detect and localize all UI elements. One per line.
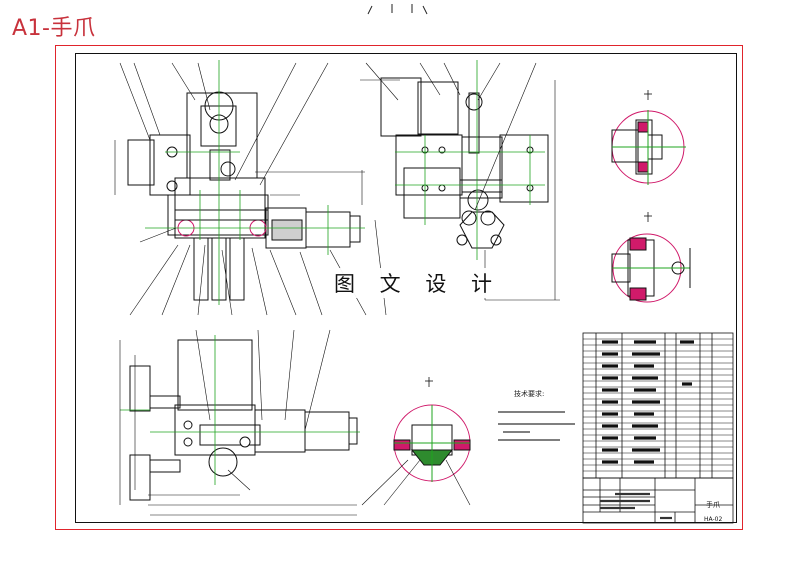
title-block-drawing-code: HA-02 bbox=[704, 516, 723, 523]
bottom-view-dimensions bbox=[119, 340, 357, 516]
side-view bbox=[380, 77, 549, 249]
front-view-centerlines bbox=[145, 60, 365, 305]
drawing-frame bbox=[75, 53, 737, 523]
title-block-part-name: 手爪 bbox=[706, 501, 720, 509]
drawing-title: A1-手爪 bbox=[12, 16, 96, 41]
bottom-view-leaders bbox=[195, 329, 331, 491]
detail-view-3 bbox=[393, 404, 471, 482]
bottom-view bbox=[129, 339, 358, 501]
watermark-text: 图 文 设 计 bbox=[330, 268, 506, 298]
detail-view-1 bbox=[611, 110, 686, 185]
front-view bbox=[127, 91, 361, 301]
parts-list-fill bbox=[602, 340, 694, 464]
front-view-leaders bbox=[119, 62, 387, 316]
tech-requirements-title: 技术要求: bbox=[514, 390, 545, 398]
side-view-leaders bbox=[365, 62, 537, 211]
tech-requirements-lines bbox=[498, 411, 575, 441]
title-block bbox=[582, 477, 734, 524]
detail-leaders bbox=[361, 459, 471, 506]
side-view-centerlines bbox=[395, 60, 545, 260]
sheet-border bbox=[55, 45, 743, 530]
crop-marks bbox=[367, 4, 428, 15]
front-view-dimensions bbox=[114, 140, 365, 205]
parts-list-rows bbox=[583, 338, 733, 472]
section-markers bbox=[425, 90, 652, 387]
title-block-fill bbox=[600, 492, 672, 520]
detail-view-2 bbox=[611, 233, 691, 303]
